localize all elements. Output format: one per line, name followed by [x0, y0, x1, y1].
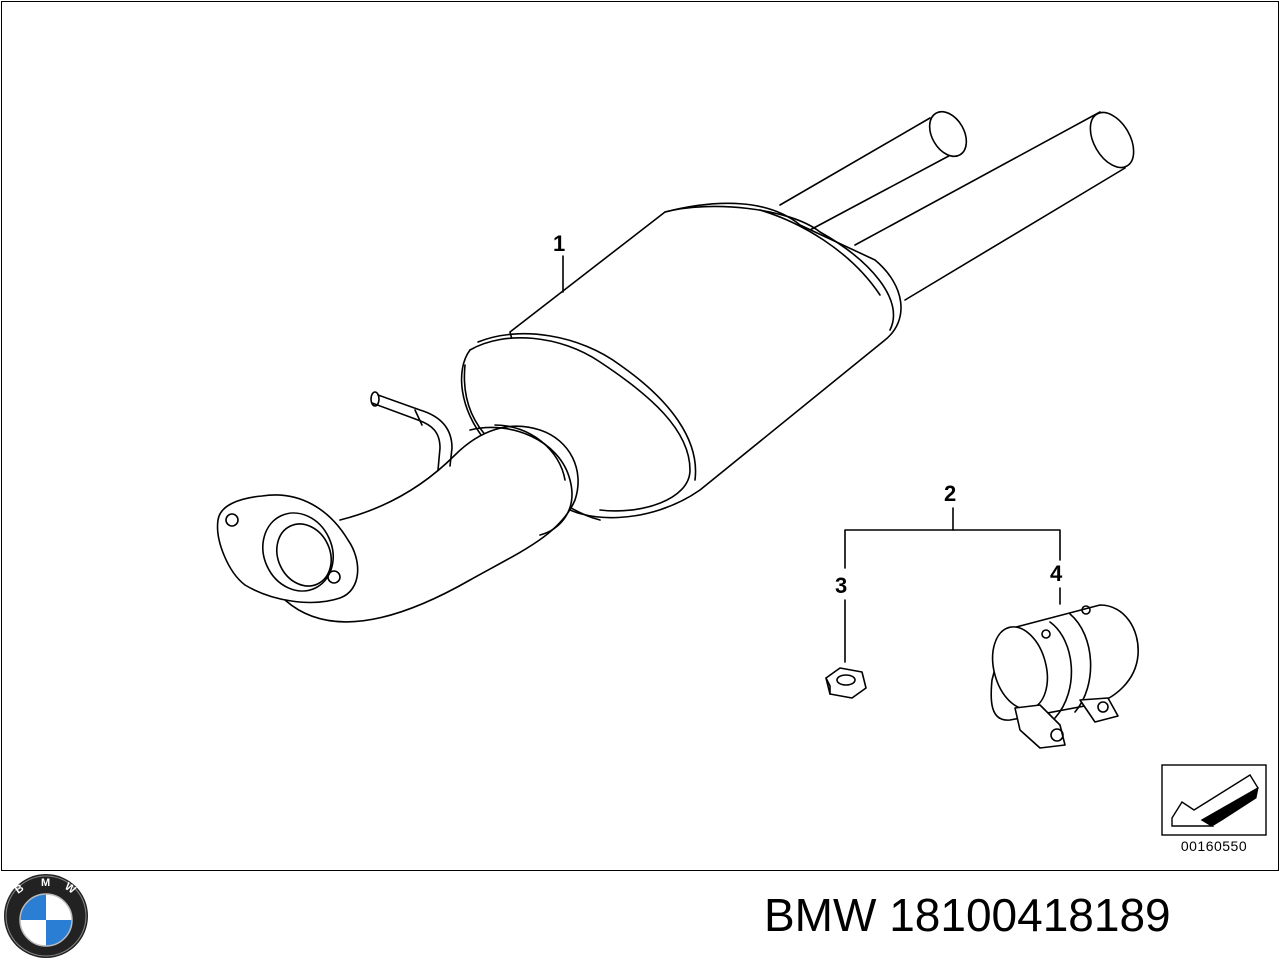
exhaust-diagram: 1 2 3 4 [216, 110, 1267, 836]
caption-brand: BMW [764, 889, 877, 941]
pipe-clamp [990, 604, 1139, 749]
sensor-tube [370, 391, 453, 471]
hex-nut [825, 667, 867, 699]
part-caption: BMW 18100418189 [764, 888, 1171, 942]
bmw-logo: B M W [4, 874, 88, 958]
svg-text:M: M [41, 877, 50, 889]
catalytic-converter [460, 202, 902, 521]
leader-group [844, 529, 1061, 569]
flange [216, 494, 359, 604]
callout-2: 2 [944, 481, 956, 506]
tailpipe-left [779, 110, 968, 231]
tailpipe-right [854, 111, 1135, 301]
callout-4: 4 [1050, 561, 1063, 586]
callout-3: 3 [835, 573, 847, 598]
caption-part-number: 18100418189 [889, 889, 1171, 941]
callout-1: 1 [553, 231, 565, 256]
direction-indicator-box [1161, 764, 1267, 836]
diagram-frame [1, 1, 1279, 871]
reference-code: 00160550 [1180, 838, 1248, 854]
